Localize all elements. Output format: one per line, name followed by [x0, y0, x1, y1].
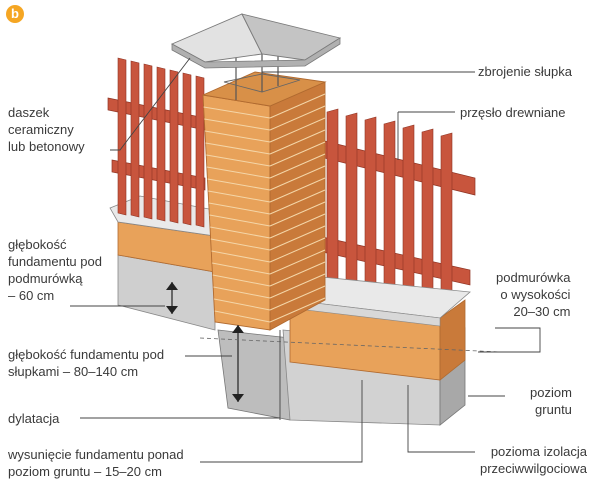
pillar-mortar-front	[209, 214, 271, 227]
leader-podmurowka-wys	[478, 327, 541, 353]
pillar-mortar-side	[269, 177, 326, 203]
left-picket	[117, 57, 127, 216]
leader-lines	[70, 57, 541, 463]
label-gl-podmurowka: głębokość fundamentu pod podmurówką – 60…	[8, 237, 102, 303]
leader-izolacja	[407, 385, 475, 453]
pillar-mortar-side	[269, 153, 326, 179]
left-fence-pickets	[117, 57, 205, 228]
pillar-top	[201, 71, 327, 107]
pillar-mortar-front	[207, 178, 271, 191]
pillar-mortar-front	[206, 166, 271, 179]
label-dylatacja: dylatacja	[8, 411, 60, 426]
pillar-mortar-front	[208, 202, 271, 215]
pillar-mortar-side	[269, 213, 326, 239]
pillar-mortar-side	[269, 261, 326, 287]
pillar-mortar-front	[210, 238, 271, 251]
left-picket	[169, 69, 179, 224]
right-picket	[440, 132, 453, 304]
label-przeslo: przęsło drewniane	[460, 105, 566, 120]
left-picket	[195, 75, 205, 228]
pillar-mortar-side	[269, 225, 326, 251]
dim-arrow-down-slupki	[232, 394, 244, 402]
pillar-mortar-front	[211, 250, 271, 263]
ground-line	[199, 337, 501, 353]
right-fence-pickets	[307, 104, 453, 304]
pillar-mortar-lines	[203, 93, 326, 323]
pillar-mortar-front	[204, 130, 271, 143]
pillar-mortar-side	[269, 129, 326, 155]
pillar-mortar-side	[269, 189, 326, 215]
left-picket	[156, 66, 166, 222]
pillar-foundation	[217, 329, 291, 421]
label-daszek: daszek ceramiczny lub betonowy	[8, 105, 85, 154]
label-podmurowka-wys: podmurówka o wysokości 20–30 cm	[496, 270, 571, 319]
pillar-mortar-front	[206, 154, 271, 167]
pillar-mortar-side	[269, 141, 326, 167]
label-zbrojenie: zbrojenie słupka	[478, 64, 572, 79]
pillar-mortar-side	[269, 237, 326, 263]
pillar-mortar-side	[269, 285, 326, 311]
label-poziom-gruntu: poziom gruntu	[530, 385, 572, 417]
pillar-mortar-side	[269, 249, 326, 275]
label-izolacja: pozioma izolacja przeciwwilgociowa	[480, 444, 587, 476]
pillar-mortar-side	[269, 105, 326, 131]
right-picket	[402, 124, 415, 298]
pillar-mortar-side	[269, 117, 326, 143]
left-picket	[182, 72, 192, 226]
pillar-mortar-front	[204, 118, 271, 131]
pillar-mortar-front	[203, 106, 271, 119]
left-picket	[130, 60, 140, 218]
right-picket	[364, 116, 377, 292]
leader-daszek	[110, 57, 191, 151]
left-picket	[143, 63, 153, 220]
pillar-mortar-front	[205, 142, 271, 155]
pillar-mortar-side	[269, 93, 326, 119]
panel-badge: b	[6, 5, 24, 23]
pillar-mortar-side	[269, 297, 326, 323]
label-wysuniecie: wysunięcie fundamentu ponad poziom grunt…	[8, 447, 184, 479]
dim-arrow-up-slupki	[232, 325, 244, 333]
pillar-mortar-side	[269, 201, 326, 227]
dim-arrow-up-podmurowka	[166, 282, 178, 290]
pillar-mortar-front	[213, 286, 271, 299]
right-picket	[421, 128, 434, 301]
pillar-mortar-front	[213, 298, 271, 311]
dim-arrow-down-podmurowka	[166, 306, 178, 314]
pillar-mortar-front	[214, 310, 271, 323]
pillar-mortar-front	[212, 274, 271, 287]
right-picket	[383, 120, 396, 295]
pillar-mortar-side	[269, 273, 326, 299]
right-picket	[326, 108, 339, 286]
pillar-mortar-side	[269, 165, 326, 191]
pillar-mortar-front	[212, 262, 271, 275]
pillar-mortar-front	[210, 226, 271, 239]
right-brick-wall-side	[439, 299, 466, 381]
label-gl-slupki: głębokość fundamentu pod słupkami – 80–1…	[8, 347, 165, 379]
rebar-stirrup	[223, 73, 301, 93]
leader-wysuniecie	[200, 380, 363, 463]
pillar-mortar-front	[208, 190, 271, 203]
cap-base	[171, 37, 341, 69]
right-picket	[345, 112, 358, 289]
